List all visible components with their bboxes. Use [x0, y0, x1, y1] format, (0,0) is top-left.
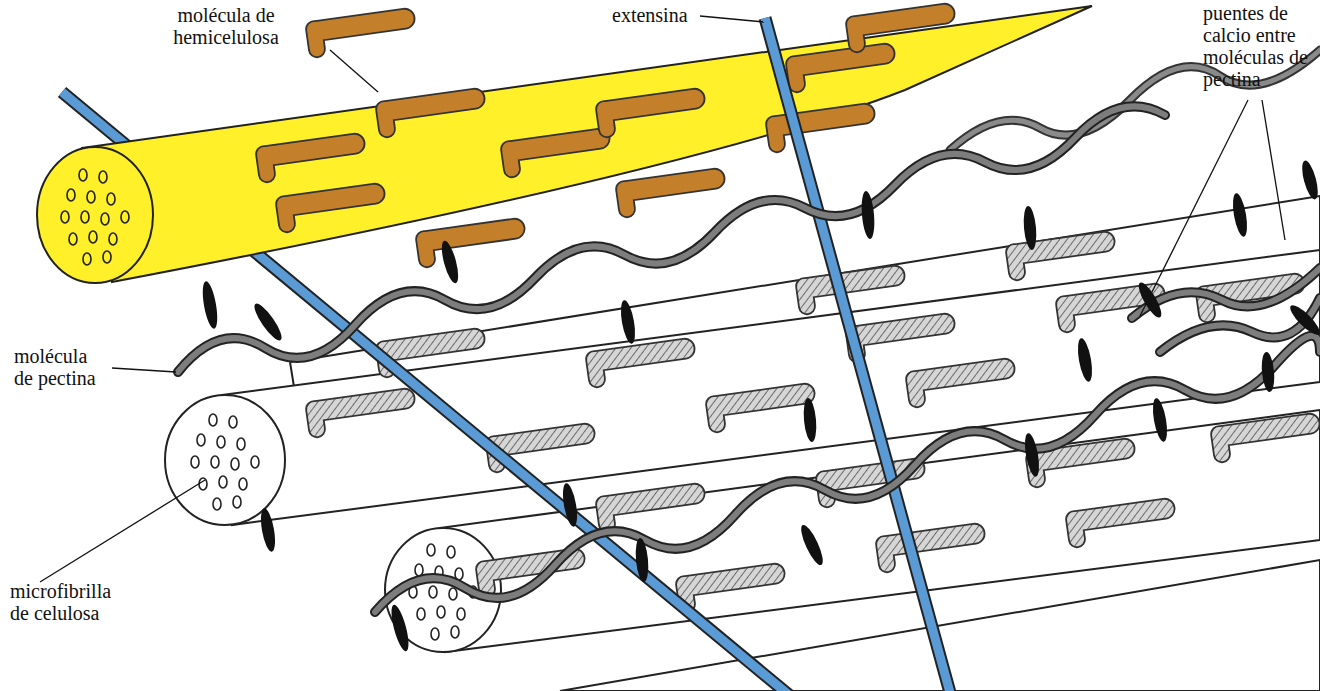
hemicellulose-molecule — [615, 167, 728, 218]
hemicellulose-molecule — [905, 357, 1018, 408]
hemicellulose-group — [255, 2, 958, 268]
hemicellulose-molecule — [785, 42, 898, 93]
hemicellulose-molecule — [845, 2, 958, 53]
extensin-outline — [765, 18, 952, 691]
calcium-bridge — [250, 301, 285, 344]
hemicellulose-molecule — [705, 382, 818, 433]
leader-line — [330, 50, 378, 92]
calcium-bridge — [1075, 337, 1094, 382]
calcium-bridge — [1135, 280, 1165, 321]
calcium-bridge — [1260, 352, 1275, 393]
leader-group — [40, 16, 1285, 582]
microfibril-end — [165, 395, 285, 525]
hemicellulose-molecule — [305, 7, 418, 58]
glucan-chains — [191, 414, 259, 510]
hemicellulose-molecule — [305, 387, 418, 438]
part-label: extensina — [612, 4, 712, 26]
hemicellulose-molecule — [375, 87, 488, 138]
pectin-outline — [178, 106, 1165, 372]
leader-line — [700, 16, 764, 22]
hemicellulose-molecule — [595, 87, 708, 138]
calcium-bridge — [1022, 432, 1041, 477]
hemicellulose-molecule — [595, 482, 708, 533]
pectin-outline — [375, 336, 1320, 612]
pectin-group — [178, 50, 1320, 612]
part-label: molécula de pectina — [14, 345, 110, 389]
leader-line — [1262, 100, 1285, 240]
part-label: molécula de hemicelulosa — [160, 4, 292, 48]
hemicellulose-molecule — [585, 337, 698, 388]
calcium-bridge — [634, 538, 650, 583]
calcium-bridge — [802, 398, 818, 443]
pectin-molecule — [375, 336, 1320, 612]
glucan-chains — [61, 169, 129, 265]
pectin-molecule — [178, 106, 1165, 372]
calcium-bridge — [1022, 206, 1038, 251]
hemicellulose-molecule — [275, 182, 388, 233]
hemicellulose-molecule — [675, 562, 788, 613]
hemicellulose-molecule — [765, 102, 878, 153]
calcium-bridge-group — [200, 159, 1320, 653]
calcium-bridge — [618, 299, 637, 344]
calcium-bridge — [388, 603, 412, 652]
hemicellulose-molecule — [485, 422, 598, 473]
calcium-bridge — [1299, 159, 1320, 201]
hemicellulose-molecule — [795, 264, 908, 315]
hemicellulose-molecule — [255, 132, 368, 183]
calcium-bridge — [200, 280, 220, 329]
hemicellulose-molecule — [415, 217, 528, 268]
leader-line — [40, 480, 205, 582]
part-label: puentes de calcio entre moléculas de pec… — [1203, 2, 1320, 90]
hemicellulose-molecule — [1210, 412, 1320, 463]
calcium-bridge — [860, 191, 876, 240]
hemicellulose-molecule — [1005, 230, 1118, 281]
hemicellulose-molecule — [1065, 497, 1178, 548]
leader-line — [112, 368, 176, 372]
hemicellulose-molecule — [875, 522, 988, 573]
calcium-bridge — [560, 482, 579, 527]
microfibril-end — [37, 147, 153, 283]
calcium-bridge — [258, 507, 277, 552]
calcium-bridge — [1150, 397, 1169, 442]
calcium-bridge — [439, 239, 462, 285]
calcium-bridge — [797, 523, 826, 568]
leader-line — [1140, 100, 1248, 316]
calcium-bridge — [1230, 192, 1249, 237]
hemicellulose-molecule — [500, 127, 613, 178]
part-label: microfibrilla de celulosa — [10, 580, 130, 624]
calcium-bridge — [1287, 302, 1320, 339]
extensin-rod — [765, 18, 952, 691]
